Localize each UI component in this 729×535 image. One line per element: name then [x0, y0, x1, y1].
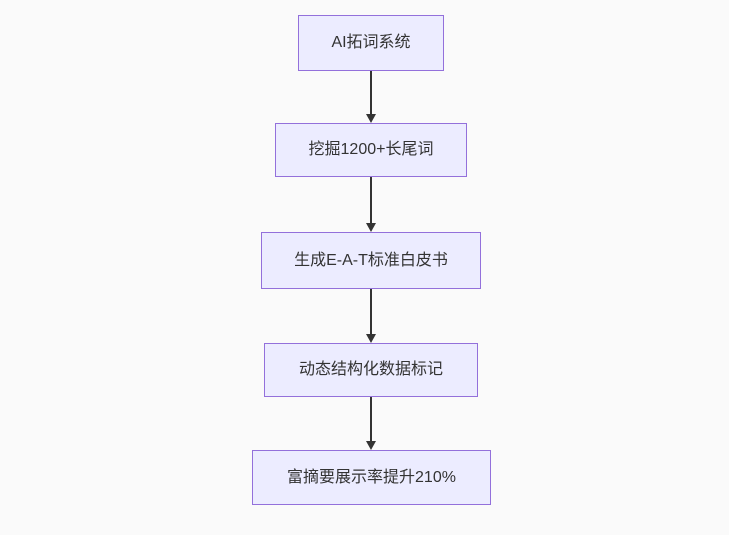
flow-node-label: 生成E-A-T标准白皮书	[294, 251, 448, 269]
flow-node-structured-data-markup: 动态结构化数据标记	[264, 343, 478, 397]
flow-node-label: 富摘要展示率提升210%	[287, 468, 456, 486]
flow-node-ai-keyword-system: AI拓词系统	[298, 15, 444, 71]
flow-node-label: 挖掘1200+长尾词	[308, 141, 434, 158]
flow-node-label: AI拓词系统	[331, 34, 411, 51]
flow-node-longtail-mining: 挖掘1200+长尾词	[275, 123, 467, 177]
flow-edge-connector	[370, 397, 372, 442]
flow-node-eat-whitepaper: 生成E-A-T标准白皮书	[261, 232, 481, 289]
arrowhead-down-icon	[366, 441, 376, 450]
flow-node-rich-snippet-result: 富摘要展示率提升210%	[252, 450, 491, 505]
arrowhead-down-icon	[366, 334, 376, 343]
flow-edge-connector	[370, 177, 372, 224]
arrowhead-down-icon	[366, 114, 376, 123]
flow-edge-connector	[370, 289, 372, 335]
flow-node-label: 动态结构化数据标记	[298, 361, 443, 378]
arrowhead-down-icon	[366, 223, 376, 232]
flow-edge-connector	[370, 71, 372, 115]
